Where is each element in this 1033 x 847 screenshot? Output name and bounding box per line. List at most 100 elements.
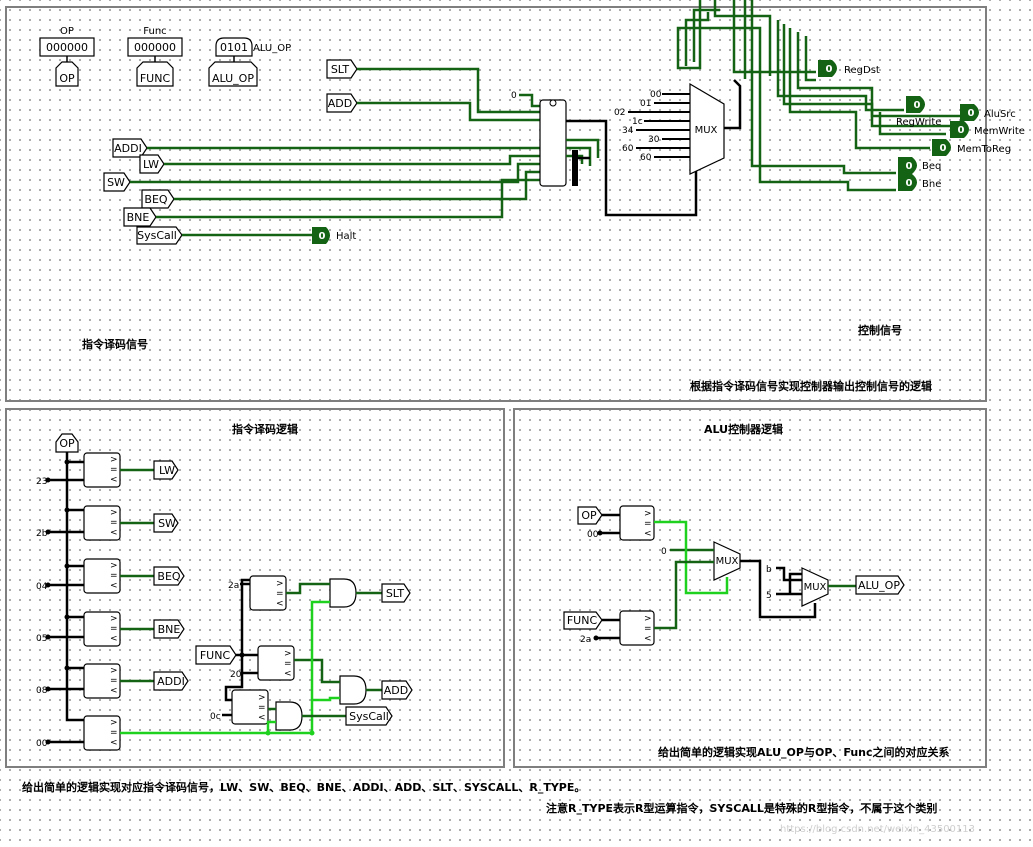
alu-func-const: 2a [580, 635, 591, 645]
beq-led [898, 157, 917, 174]
and-gate-slt [329, 578, 357, 608]
alu-mux-1-label: MUX [716, 556, 739, 567]
svg-text:=: = [110, 518, 118, 528]
top-caption: 根据指令译码信号实现控制器输出控制信号的逻辑 [690, 379, 932, 393]
mux-input-0: 00 [650, 90, 662, 100]
bne-led-value: 0 [906, 178, 913, 189]
and-gate-add [339, 675, 367, 705]
beq-out-label: Beq [922, 161, 941, 172]
regdst-label: RegDst [844, 65, 880, 76]
beq-tunnel-label: BEQ [144, 193, 167, 206]
add-out-tunnel [381, 680, 413, 700]
slt-tunnel-label: SLT [331, 63, 350, 76]
mux-input-1: 01 [640, 99, 651, 109]
slt-out-label: SLT [386, 587, 405, 600]
mux-input-7: 60 [640, 153, 652, 163]
alusrc-label: AluSrc [984, 109, 1016, 120]
op-tunnel [55, 61, 79, 87]
decode-sw-label: SW [158, 517, 176, 530]
syscall-out-tunnel [345, 706, 393, 726]
const-23: 23 [36, 477, 47, 487]
const-2b: 2b [36, 529, 48, 539]
svg-text:=: = [110, 465, 118, 475]
control-signal-label: 控制信号 [858, 323, 902, 337]
svg-text:>: > [644, 614, 652, 624]
svg-text:=: = [110, 728, 118, 738]
const-04: 04 [36, 582, 48, 592]
slt-out-tunnel [381, 583, 411, 603]
svg-text:>: > [110, 508, 118, 518]
const-08: 08 [36, 686, 48, 696]
alu-op-const: 00 [587, 530, 599, 540]
svg-text:>: > [110, 561, 118, 571]
decode-title: 指令译码逻辑 [232, 422, 298, 436]
mux-input-6: 60 [622, 144, 634, 154]
aluop-tunnel [208, 61, 258, 87]
svg-text:<: < [110, 475, 118, 485]
svg-text:<: < [110, 581, 118, 591]
sw-tunnel-label: SW [107, 176, 125, 189]
decode-sw-tunnel [153, 513, 179, 533]
addi-tunnel-label: ADDI [114, 142, 142, 155]
aluop-output-label: ALU_OP [253, 43, 291, 54]
control-mux [689, 82, 725, 175]
alu-five-const: 5 [766, 591, 772, 601]
top-frame [5, 6, 987, 402]
func-pin-label: Func [143, 26, 166, 37]
memwrite-label: MemWrite [974, 126, 1025, 137]
svg-text:<: < [110, 634, 118, 644]
encoder-zero-const: 0 [511, 91, 517, 101]
watermark: https://blog.csdn.net/weixin_43500113 [780, 824, 975, 835]
alu-func-label: FUNC [567, 614, 598, 627]
decode-addi-tunnel [153, 671, 189, 691]
mux-input-3: 1c [632, 117, 643, 127]
decode-signal-label: 指令译码信号 [82, 337, 148, 351]
lw-tunnel-label: LW [143, 158, 159, 171]
alu-op-tunnel [577, 506, 603, 525]
decode-beq-tunnel [153, 566, 185, 586]
svg-text:=: = [644, 519, 652, 529]
svg-text:<: < [284, 669, 292, 679]
alu-op-label: OP [581, 509, 597, 522]
svg-text:<: < [110, 686, 118, 696]
func-tunnel [136, 61, 174, 87]
sw-tunnel [103, 172, 131, 192]
control-mux-label: MUX [695, 125, 718, 136]
regdst-led-value: 0 [826, 64, 833, 75]
aluop-output-pin[interactable] [215, 37, 253, 57]
svg-text:>: > [110, 718, 118, 728]
alu-out-label: ALU_OP [858, 579, 900, 592]
halt-led-value: 0 [319, 231, 326, 242]
alu-frame [513, 408, 987, 768]
alu-zero-const: 0 [661, 547, 667, 557]
regwrite-led-value: 0 [914, 100, 921, 111]
regdst-led [818, 60, 837, 77]
svg-text:<: < [110, 528, 118, 538]
memtoreg-led-value: 0 [940, 143, 947, 154]
regwrite-led [906, 96, 925, 113]
svg-text:<: < [258, 713, 266, 723]
slt-tunnel [326, 59, 358, 79]
bne-out-label: Bne [922, 179, 941, 190]
svg-text:<: < [644, 634, 652, 644]
decode-bne-tunnel [153, 619, 185, 639]
svg-text:>: > [258, 693, 266, 703]
const-00: 00 [36, 739, 48, 749]
svg-text:=: = [258, 703, 266, 713]
alusrc-led [960, 104, 979, 121]
decode-op-tunnel [55, 433, 79, 453]
alu-out-tunnel [855, 575, 905, 595]
mux-input-5: 30 [648, 135, 660, 145]
svg-text:=: = [110, 624, 118, 634]
and-gate-syscall [275, 701, 303, 731]
decode-lw-label: LW [159, 464, 175, 477]
halt-label: Halt [336, 231, 356, 242]
svg-text:=: = [276, 589, 284, 599]
decode-op-label: OP [59, 437, 75, 450]
svg-text:=: = [644, 624, 652, 634]
mux-input-2: 02 [614, 108, 625, 118]
func-input-value: 000000 [134, 41, 176, 54]
const-05: 05 [36, 634, 47, 644]
svg-text:<: < [276, 599, 284, 609]
